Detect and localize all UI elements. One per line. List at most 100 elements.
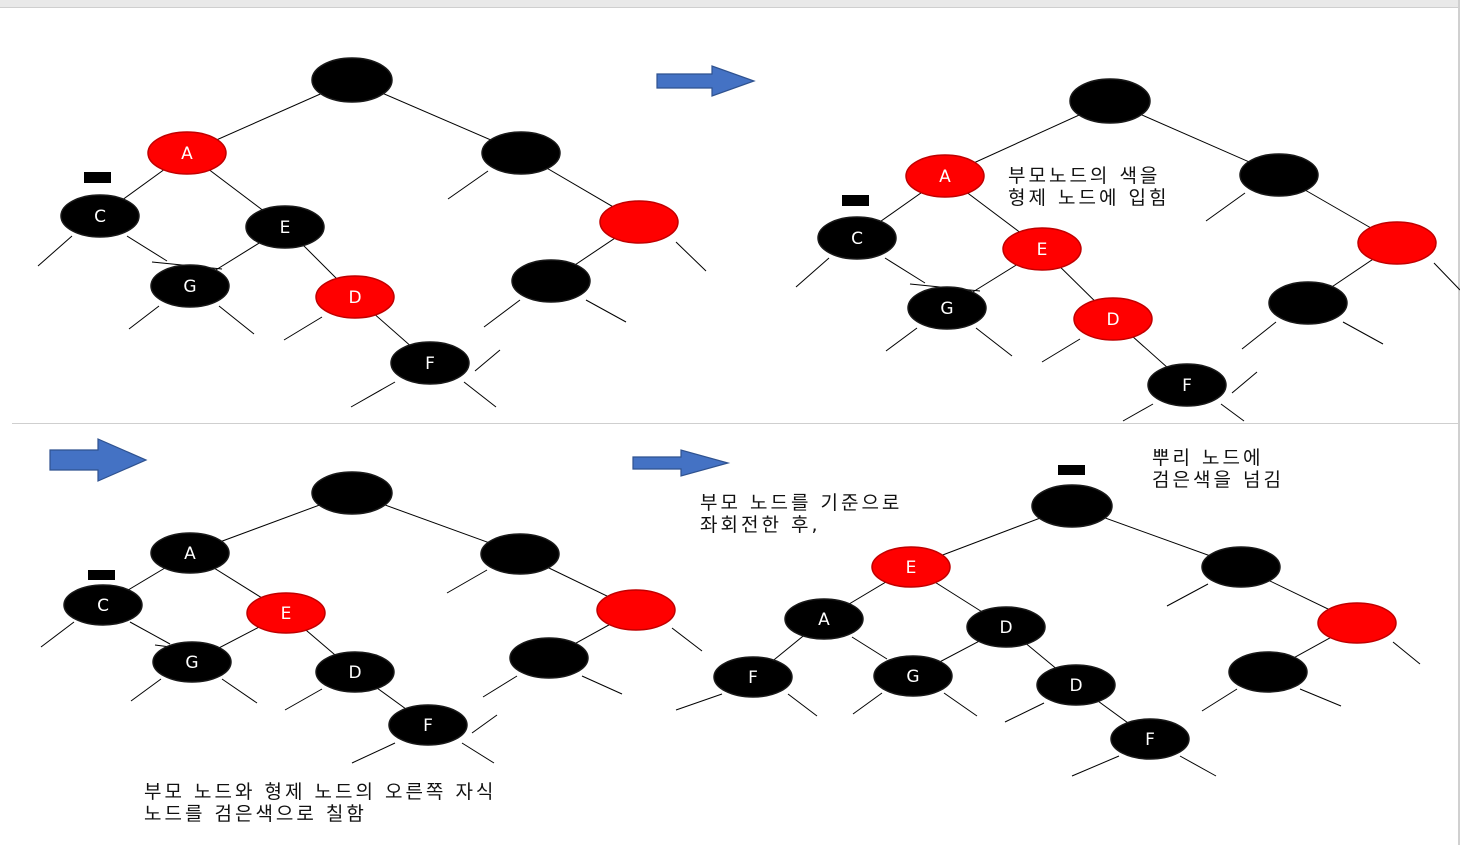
node-label: D [999, 618, 1012, 638]
node-circle [596, 589, 676, 631]
nil-leaf-edge [129, 621, 171, 645]
nil-leaf-edge [128, 305, 160, 330]
nil-leaf-edge [284, 688, 323, 711]
tree-node-f: F [390, 341, 470, 385]
node-circle [60, 194, 140, 238]
node-label: C [97, 596, 109, 616]
nil-leaf-edge [37, 235, 73, 267]
step-arrows [49, 65, 756, 482]
node-circle [1069, 78, 1151, 124]
caption-step1-line1: 부모노드의 색을 [1008, 165, 1161, 187]
node-circle [390, 341, 470, 385]
nil-leaf-edge [1220, 403, 1245, 422]
nil-leaf-edge [350, 381, 396, 408]
nil-leaf-edge [787, 693, 818, 717]
node-circle [871, 546, 951, 588]
tree-node-f: F [388, 704, 468, 746]
tree-node-unlabeled [596, 589, 676, 631]
nil-leaf-edge [975, 327, 1013, 357]
caption-step3-line2: 좌회전한 후, [700, 514, 821, 536]
extra-black-marker [88, 570, 115, 580]
node-label: D [1106, 310, 1119, 330]
tree-node-a: A [905, 154, 985, 198]
node-label: F [748, 668, 758, 688]
node-label: D [348, 288, 361, 308]
node-circle [388, 704, 468, 746]
tree-node-e: E [871, 546, 951, 588]
caption-step4-line1: 뿌리 노드에 [1152, 447, 1264, 469]
tree-node-d: D [1073, 297, 1153, 341]
nil-leaf-edge [447, 170, 489, 200]
node-circle [315, 275, 395, 319]
nil-leaf-edge [1342, 321, 1384, 345]
node-label: A [181, 144, 193, 164]
node-circle [150, 264, 230, 308]
nil-leaf-edge [446, 569, 488, 594]
node-label: F [423, 716, 433, 736]
tree-edges [675, 505, 1421, 777]
node-label: C [94, 207, 106, 227]
nil-leaf-edge [795, 257, 830, 288]
node-circle [246, 592, 326, 634]
nil-leaf-edge [675, 693, 723, 711]
nil-leaf-edge [675, 241, 707, 272]
node-circle [1317, 602, 1397, 644]
tree-node-unlabeled [1031, 484, 1113, 528]
nil-leaf-edge [40, 621, 75, 648]
node-label: E [1037, 240, 1048, 260]
nil-leaf-edge [463, 381, 497, 408]
tree-node-c: C [817, 216, 897, 260]
node-circle [152, 641, 232, 683]
nil-leaf-edge [1004, 702, 1045, 723]
node-circle [873, 655, 953, 697]
tree-node-unlabeled [511, 259, 591, 303]
node-circle [713, 656, 793, 698]
tree-node-unlabeled [1228, 651, 1308, 693]
nil-leaf-edge [483, 299, 521, 328]
nil-leaf-edge [1433, 262, 1460, 291]
nil-leaf-edge [581, 675, 623, 695]
node-label: D [348, 663, 361, 683]
nil-leaf-edge [943, 692, 978, 717]
node-circle [480, 533, 560, 575]
arrow-step3 [632, 449, 731, 477]
nil-leaf-edge [884, 257, 926, 284]
node-circle [245, 205, 325, 249]
node-circle [1357, 221, 1437, 265]
nil-leaf-edge [671, 627, 703, 652]
nil-leaf-edge [283, 316, 323, 341]
node-circle [817, 216, 897, 260]
node-circle [1228, 651, 1308, 693]
extra-black-marker [1058, 465, 1085, 475]
node-circle [150, 532, 230, 574]
nil-leaf-edge [221, 678, 258, 704]
tree-node-d: D [1036, 664, 1116, 706]
caption-step4: 뿌리 노드에 검은색을 넘김 [1152, 447, 1284, 491]
tree-edges [37, 79, 707, 408]
tree-node-unlabeled [1239, 153, 1319, 197]
nil-leaf-edge [1205, 192, 1246, 222]
extra-black-marker [84, 172, 111, 183]
node-circle [311, 471, 393, 515]
node-label: G [906, 667, 919, 687]
tree-node-e: E [246, 592, 326, 634]
nil-leaf-edge [474, 349, 501, 372]
node-circle [1268, 281, 1348, 325]
tree-node-e: E [245, 205, 325, 249]
tree-node-d: D [966, 606, 1046, 648]
node-circle [1147, 363, 1227, 407]
tree-node-unlabeled [1201, 546, 1281, 588]
nil-leaf-edge [851, 636, 888, 660]
node-circle [599, 200, 679, 244]
nil-leaf-edge [1392, 641, 1421, 665]
node-label: F [1145, 730, 1155, 750]
tree-node-g: G [152, 641, 232, 683]
tree-node-e: E [1002, 227, 1082, 271]
nil-leaf-edge [1166, 583, 1209, 607]
